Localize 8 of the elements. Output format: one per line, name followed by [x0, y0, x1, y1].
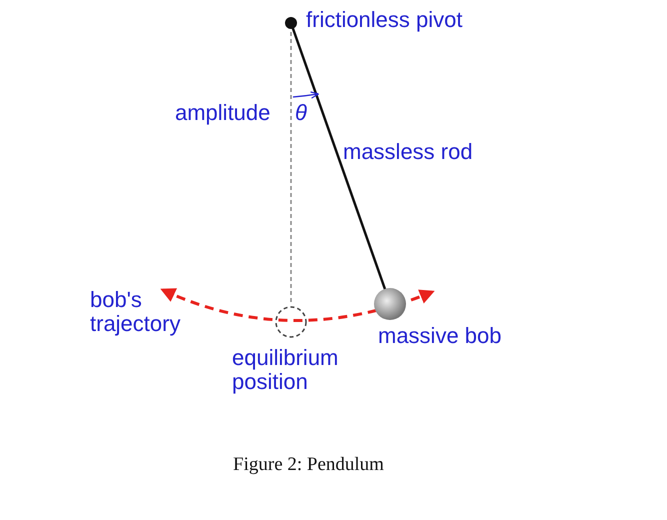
figure-caption: Figure 2: Pendulum: [232, 454, 385, 476]
part-label: bob's trajectory: [90, 288, 182, 336]
part-label: amplitude: [175, 101, 270, 125]
angle-symbol: θ: [295, 101, 307, 125]
part-label: massive bob: [378, 324, 502, 348]
part-label: frictionless pivot: [306, 8, 463, 32]
part-label: massless rod: [343, 140, 473, 164]
part-label: equilibrium position: [232, 346, 340, 394]
